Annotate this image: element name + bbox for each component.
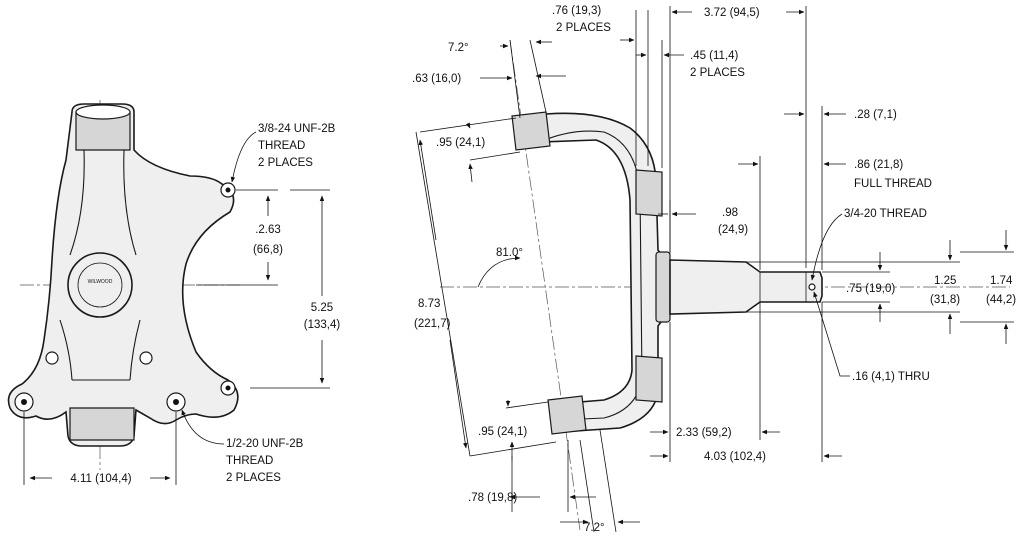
spindle [669,259,823,315]
dim-thread-len: .28 (7,1) [854,109,897,121]
lower-ribs [59,319,141,381]
dim-5-25-value: 5.25 [311,302,333,314]
hub-boss-inner [77,262,123,308]
front-rib [69,149,137,256]
lower-caliper-hole-center [225,385,231,391]
lower-thread-spec: 1/2-20 UNF-2B [226,438,304,450]
dim-top-boss: .76 (19,3) [552,5,601,17]
dim-2-63-metric: (66,8) [253,244,283,256]
lower-thread-label: THREAD [226,455,273,467]
dim-spindle-dia2-value: 1.74 [990,275,1013,287]
dim-hub-offset-value: .98 [722,207,738,219]
dim-height-value: 8.73 [418,298,440,310]
dim-top-boss-qty: 2 PLACES [556,22,611,34]
left-small-boss [45,351,59,365]
dim-5-25-metric: (133,4) [304,319,341,331]
dim-top-ear-qty: 2 PLACES [690,67,745,79]
upper-stem-bore [75,104,131,120]
lower-ear [635,355,663,403]
dim-4-11: 4.11 (104,4) [70,473,131,485]
lower-stem [69,407,135,441]
angle-bottom: 7.2° [584,522,605,534]
hub-boss [67,252,133,318]
upper-thread-qty: 2 PLACES [258,157,313,169]
left-arm-hole-center [21,399,27,405]
upper-caliper-hole-center [225,187,231,193]
right-arm-hole-center [173,399,179,405]
dim-spindle-dia1-metric: (31,8) [930,294,960,306]
dim-lower-boss: .95 (24,1) [478,426,527,438]
front-view: WILWOOD .2.63 (66,8) 5.25 (133,4) [7,100,341,485]
upper-thread-label: THREAD [258,140,305,152]
hub-flange [655,251,671,323]
angle-center: 81.0° [496,247,523,259]
right-small-boss [139,351,153,365]
upper-thread-spec: 3/8-24 UNF-2B [258,123,336,135]
lower-boss [547,395,587,435]
lower-thread-qty: 2 PLACES [226,472,281,484]
dim-bottom-offset: .78 (19,8) [468,492,517,504]
dim-full-thread: .86 (21,8) [854,159,903,171]
dim-top-width: 3.72 (94,5) [704,7,760,19]
dim-spindle-dia2-metric: (44,2) [986,294,1016,306]
thread-spec: 3/4-20 THREAD [844,208,927,220]
casting-mark: WILWOOD [88,279,113,285]
dim-top-offset: .63 (16,0) [412,73,461,85]
cotter-hole [808,283,816,291]
dim-top-ear: .45 (11,4) [690,50,739,62]
dim-spindle-len1: 2.33 (59,2) [676,427,732,439]
side-view: 7.2° .63 (16,0) .95 (24,1) 8.73 (221,7) … [412,5,1016,534]
dim-spindle-end: .75 (19,0) [846,283,895,295]
dim-spindle-len2: 4.03 (102,4) [704,451,766,463]
upright-inner-edge [539,130,643,421]
hole-thru: .16 (4,1) THRU [852,371,930,383]
dim-upper-boss: .95 (24,1) [436,137,485,149]
upper-ear [635,169,663,217]
dim-height-metric: (221,7) [414,318,451,330]
upper-boss [511,111,551,151]
angle-top: 7.2° [448,42,469,54]
dim-hub-offset-metric: (24,9) [718,224,748,236]
dim-2-63-value: .2.63 [255,224,281,236]
dim-spindle-dia1-value: 1.25 [934,275,956,287]
dim-full-thread-label: FULL THREAD [854,178,932,190]
